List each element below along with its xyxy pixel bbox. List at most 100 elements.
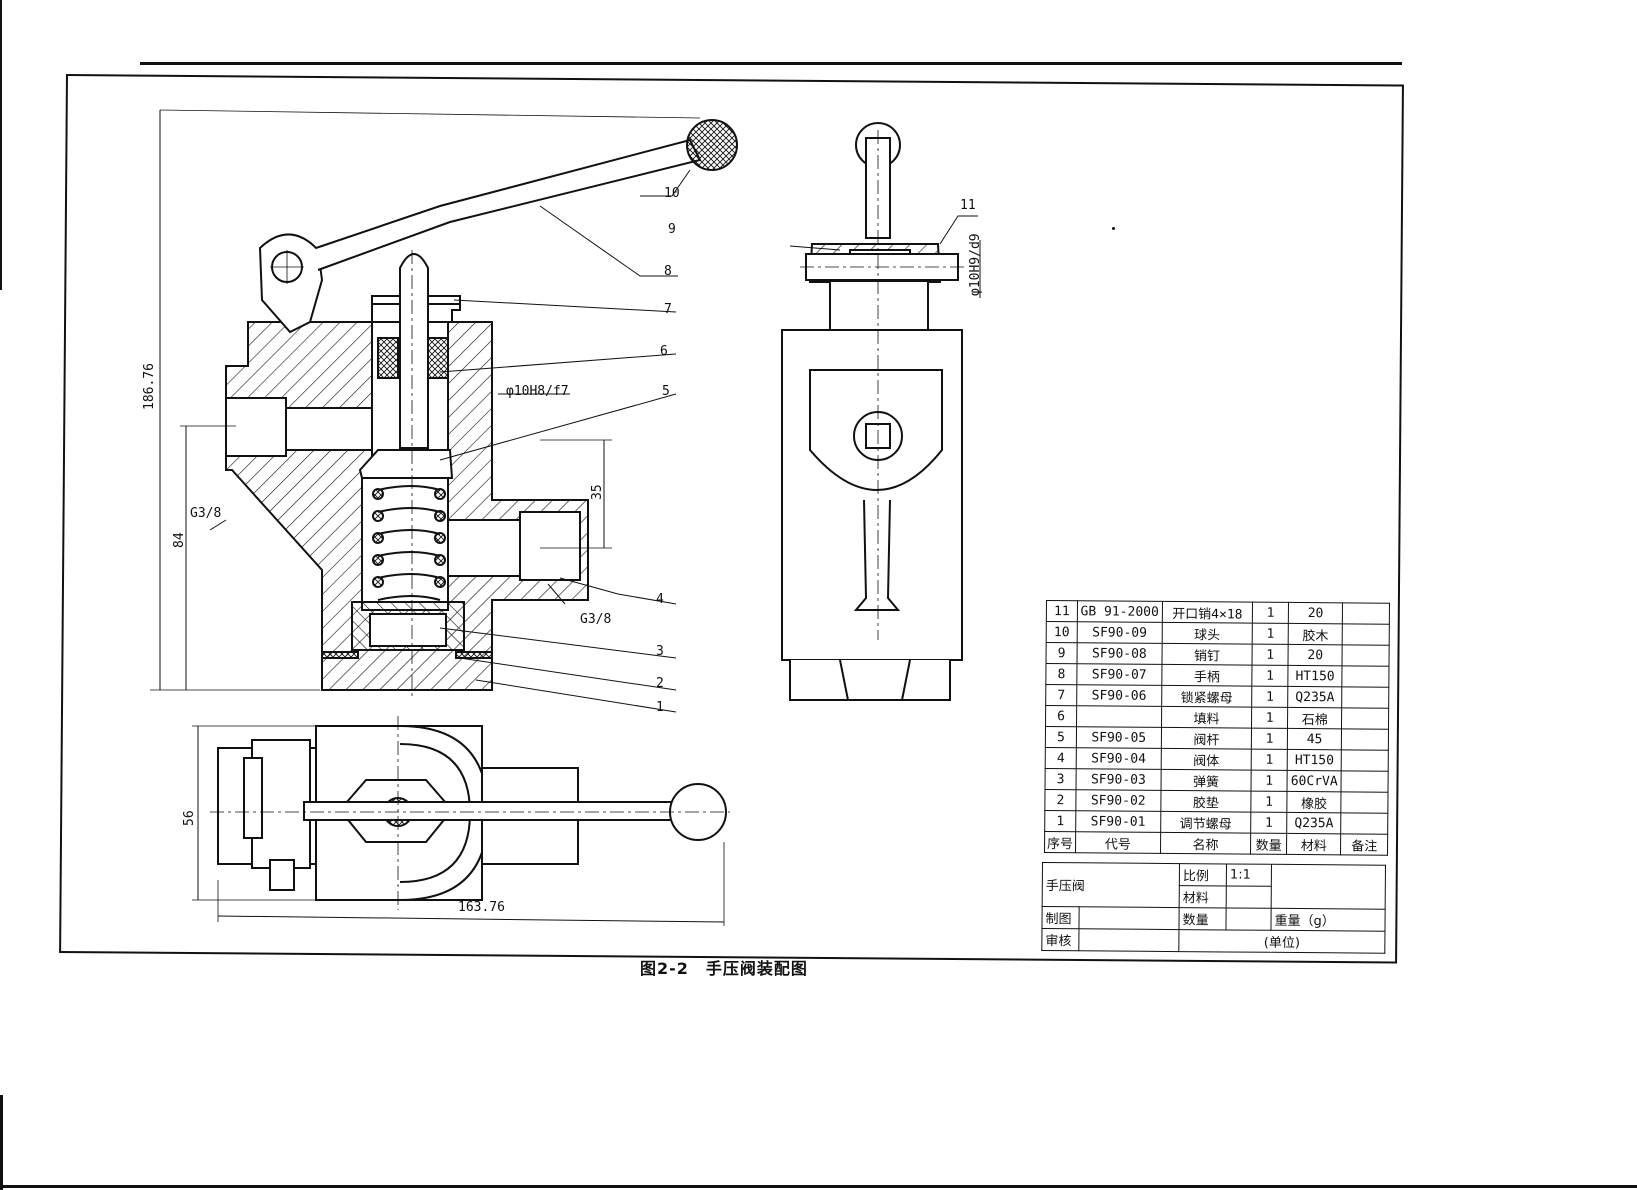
bom-cell-name: 调节螺母 <box>1160 811 1252 834</box>
bom-cell-qty: 1 <box>1251 749 1288 771</box>
bom-cell-no: 9 <box>1046 642 1078 664</box>
balloon-5: 5 <box>662 384 670 399</box>
drawing-number-cell <box>1271 864 1386 910</box>
bom-cell-no: 7 <box>1045 684 1077 706</box>
dim-inlet-thread: G3/8 <box>190 506 222 521</box>
bom-cell-code: SF90-08 <box>1077 642 1162 665</box>
bom-cell-note <box>1341 812 1388 835</box>
bom-cell-name: 销钉 <box>1161 643 1253 666</box>
bom-cell-name: 胶垫 <box>1160 790 1252 813</box>
balloon-7: 7 <box>664 302 672 317</box>
bom-cell-code: SF90-03 <box>1076 768 1161 791</box>
side-view <box>781 122 981 701</box>
bom-cell-material: 45 <box>1287 728 1342 750</box>
bom-cell-name: 球头 <box>1161 622 1253 645</box>
bom-cell-material: HT150 <box>1287 749 1342 771</box>
check-value <box>1078 928 1180 952</box>
check-label: 审核 <box>1041 928 1079 951</box>
bom-header-name: 名称 <box>1160 832 1251 855</box>
balloon-6: 6 <box>660 344 668 359</box>
material-label: 材料 <box>1179 885 1227 908</box>
balloon-2: 2 <box>656 676 664 691</box>
bom-cell-qty: 1 <box>1251 707 1288 729</box>
drawn-label: 制图 <box>1041 906 1080 929</box>
bom-header-note: 备注 <box>1340 833 1388 856</box>
balloon-9: 9 <box>668 222 676 237</box>
bom-cell-note <box>1341 707 1389 730</box>
bom-cell-material: 20 <box>1287 644 1343 666</box>
bom-header-no: 序号 <box>1044 831 1076 853</box>
balloon-1: 1 <box>656 700 664 715</box>
bom-cell-material: 胶木 <box>1288 623 1343 645</box>
balloon-10: 10 <box>664 186 680 201</box>
bom-cell-note <box>1341 728 1389 751</box>
bom-cell-qty: 1 <box>1252 602 1289 624</box>
speck <box>1112 227 1115 230</box>
bom-cell-code <box>1076 705 1162 728</box>
bom-cell-no: 4 <box>1045 747 1077 769</box>
dim-stem-fit: φ10H8/f7 <box>506 384 569 399</box>
bom-header-qty: 数量 <box>1250 833 1287 855</box>
dim-pin-fit: φ10H9/d9 <box>968 233 983 296</box>
bom-cell-name: 阀杆 <box>1160 727 1252 750</box>
bom-cell-code: GB 91-2000 <box>1077 600 1163 623</box>
balloon-8: 8 <box>664 264 672 279</box>
bom-cell-code: SF90-02 <box>1075 789 1161 812</box>
scale-value: 1:1 <box>1226 863 1272 887</box>
material-value <box>1226 885 1272 909</box>
dim-outlet-thread: G3/8 <box>580 612 612 627</box>
bom-cell-no: 1 <box>1044 810 1076 832</box>
bom-cell-no: 11 <box>1046 600 1078 622</box>
drawn-value <box>1078 906 1180 930</box>
bom-cell-no: 3 <box>1045 768 1077 790</box>
bom-header-row: 序号代号名称数量材料备注 <box>1044 831 1388 856</box>
bom-cell-code: SF90-07 <box>1076 663 1162 686</box>
bom-cell-qty: 1 <box>1251 686 1288 708</box>
bom-cell-note <box>1341 749 1389 772</box>
bom-cell-note <box>1342 602 1390 625</box>
balloon-4: 4 <box>656 592 664 607</box>
bom-cell-material: Q235A <box>1286 812 1342 834</box>
bom-cell-name: 填料 <box>1161 706 1252 729</box>
bom-cell-name: 开口销4×18 <box>1161 601 1253 624</box>
bom-cell-code: SF90-05 <box>1076 726 1162 749</box>
top-view <box>192 716 730 926</box>
bom-cell-note <box>1341 791 1389 814</box>
unit-label: (单位) <box>1178 929 1385 954</box>
bom-cell-note <box>1342 644 1390 667</box>
balloon-3: 3 <box>656 644 664 659</box>
bom-cell-qty: 1 <box>1252 665 1288 687</box>
quantity-label: 数量 <box>1179 907 1227 930</box>
dim-port-spacing: 35 <box>590 484 605 500</box>
dim-port-height: 84 <box>172 532 187 548</box>
bom-cell-qty: 1 <box>1252 644 1289 666</box>
front-section-view <box>150 109 738 713</box>
bom-cell-code: SF90-01 <box>1075 810 1161 833</box>
drawing-name: 手压阀 <box>1042 862 1180 908</box>
bom-cell-name: 阀体 <box>1160 748 1252 771</box>
dim-top-width: 56 <box>182 810 197 826</box>
bom-cell-note <box>1341 686 1389 709</box>
bom-cell-no: 6 <box>1045 705 1077 727</box>
balloon-11: 11 <box>960 198 976 213</box>
title-block: 手压阀 比例 1:1 材料 制图 数量 重量（g） 审核 (单位) <box>1041 862 1386 954</box>
bom-cell-material: HT150 <box>1287 665 1343 687</box>
bom-cell-qty: 1 <box>1252 623 1289 645</box>
bom-cell-qty: 1 <box>1251 728 1288 750</box>
bom-cell-name: 锁紧螺母 <box>1161 685 1253 708</box>
bom-cell-no: 5 <box>1045 726 1077 748</box>
bom-cell-name: 弹簧 <box>1160 769 1252 792</box>
bom-cell-no: 10 <box>1046 621 1078 643</box>
bom-cell-note <box>1341 770 1389 793</box>
quantity-value <box>1226 907 1272 931</box>
